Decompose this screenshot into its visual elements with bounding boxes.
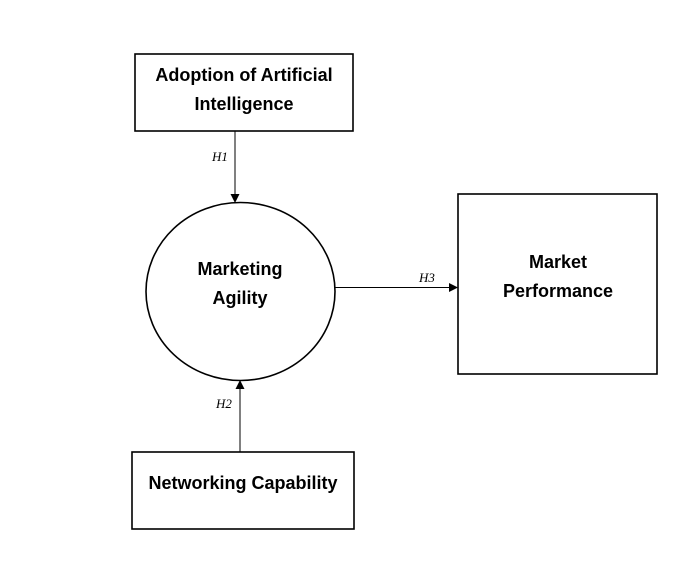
- node-marketing-agility-label-line2: Agility: [212, 288, 267, 308]
- edge-h2-arrowhead: [235, 380, 245, 389]
- node-market-performance-box: [457, 193, 658, 375]
- node-marketing-agility-ellipse: [145, 201, 336, 382]
- node-ai-adoption-label-line1: Adoption of Artificial: [155, 65, 332, 85]
- edge-h3-arrowhead: [449, 283, 458, 292]
- node-market-performance-label-line2: Performance: [503, 281, 613, 301]
- edge-h1-arrowhead: [230, 194, 240, 203]
- edge-h2: H2: [215, 380, 245, 452]
- node-ai-adoption: Adoption of Artificial Intelligence: [134, 53, 354, 132]
- node-marketing-agility: Marketing Agility: [145, 201, 336, 382]
- node-ai-adoption-label-line2: Intelligence: [194, 94, 293, 114]
- node-networking-capability: Networking Capability: [131, 451, 355, 530]
- node-ai-adoption-box: [134, 53, 354, 132]
- node-marketing-agility-label-line1: Marketing: [197, 259, 282, 279]
- edge-h1: H1: [211, 131, 240, 203]
- node-market-performance: Market Performance: [457, 193, 658, 375]
- edge-h1-label: H1: [211, 149, 228, 164]
- node-networking-capability-label: Networking Capability: [148, 473, 337, 493]
- edge-h2-label: H2: [215, 396, 232, 411]
- node-market-performance-label-line1: Market: [529, 252, 587, 272]
- edge-h3-label: H3: [418, 270, 435, 285]
- node-networking-capability-box: [131, 451, 355, 530]
- edge-h3: H3: [335, 270, 458, 292]
